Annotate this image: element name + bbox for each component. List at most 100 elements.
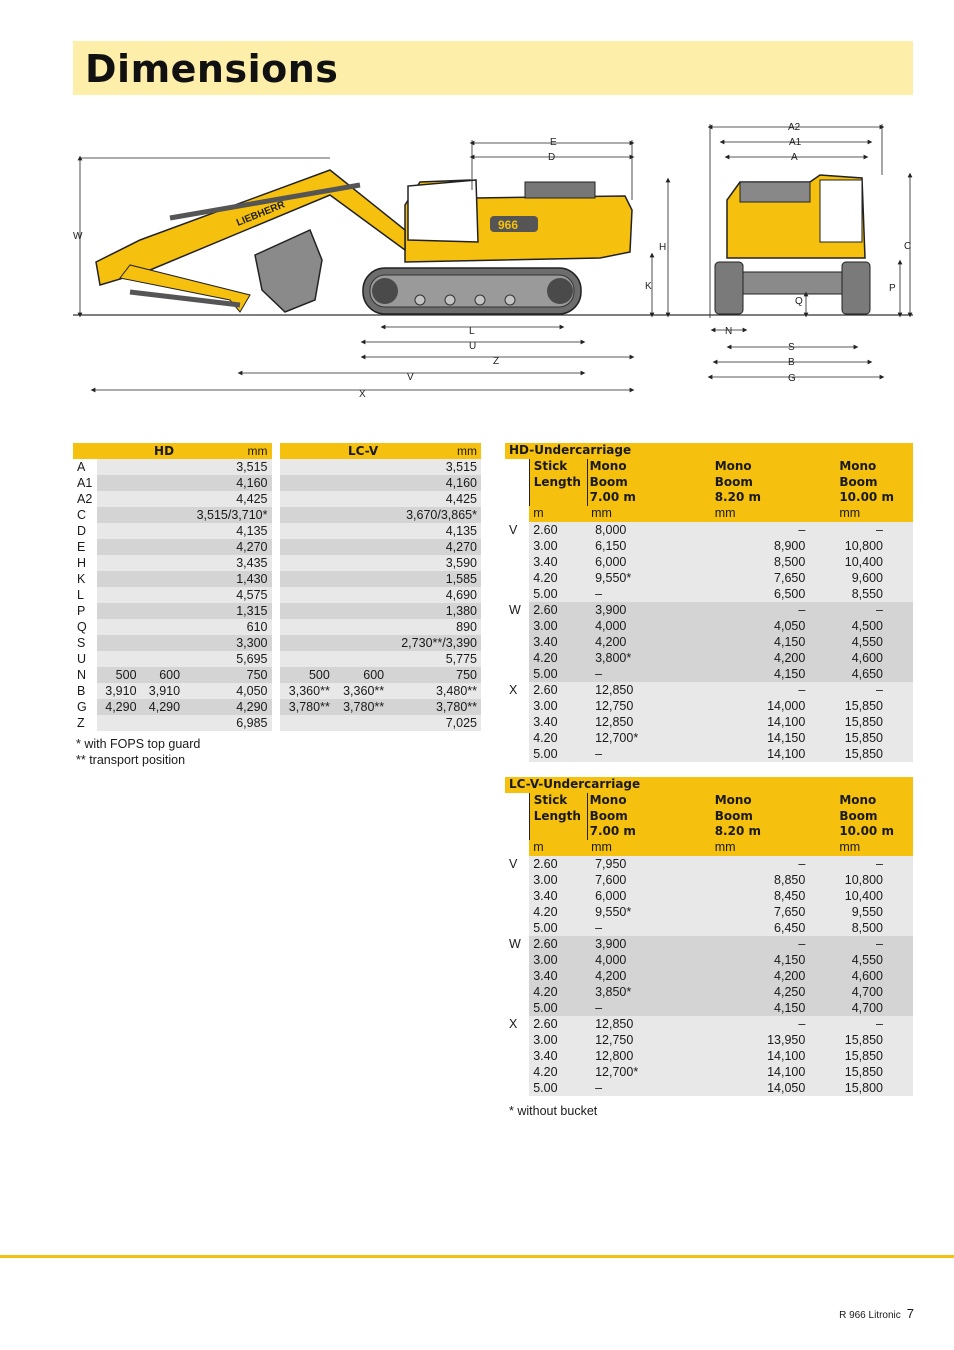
stick-length-value: 3.40 xyxy=(529,967,588,984)
boom-value: 4,050 xyxy=(710,617,836,634)
boom-value: – xyxy=(835,521,913,538)
boom-value: 14,100 xyxy=(710,745,836,762)
svg-text:S: S xyxy=(788,342,795,353)
group-label xyxy=(505,745,530,762)
boom-value: 15,850 xyxy=(835,1031,913,1048)
boom-value: 12,850 xyxy=(587,681,711,698)
hd-value: 3,515 xyxy=(184,459,272,475)
dimension-key: S xyxy=(73,635,97,651)
hd-value: 3,515/3,710* xyxy=(184,507,272,523)
hd-value xyxy=(97,507,141,523)
boom-value: – xyxy=(710,935,836,952)
lcv-value: 3,515 xyxy=(388,459,481,475)
group-label xyxy=(505,665,530,682)
hd-value xyxy=(97,475,141,491)
lcv-value xyxy=(279,603,334,619)
lcv-value: 4,135 xyxy=(388,523,481,539)
group-label xyxy=(505,697,530,714)
boom-value: 10,400 xyxy=(835,553,913,570)
lcv-value xyxy=(333,507,389,523)
boom-value: 4,000 xyxy=(587,617,711,634)
group-label xyxy=(505,729,530,746)
lcv-column-header: LC-V xyxy=(279,443,389,459)
hd-value: 4,290 xyxy=(140,699,185,715)
hd-value xyxy=(140,459,185,475)
column-gap xyxy=(271,571,280,587)
stick-length-value: 4.20 xyxy=(529,569,588,586)
svg-text:G: G xyxy=(788,373,796,384)
header-line: 8.20 m xyxy=(714,490,761,504)
stick-length-value: 3.00 xyxy=(529,871,588,888)
undercarriage-title: HD-Undercarriage xyxy=(505,443,913,459)
boom-value: 7,650 xyxy=(710,903,836,920)
hd-value xyxy=(140,507,185,523)
hd-value xyxy=(140,555,185,571)
boom-value: 4,200 xyxy=(710,649,836,666)
column-gap xyxy=(271,619,280,635)
lcv-value xyxy=(333,491,389,507)
boom-value: 4,200 xyxy=(710,967,836,984)
lcv-value: 5,775 xyxy=(388,651,481,667)
svg-text:P: P xyxy=(889,283,896,294)
hd-value xyxy=(140,635,185,651)
group-label xyxy=(505,553,530,570)
hd-value xyxy=(97,651,141,667)
column-gap xyxy=(271,507,280,523)
hd-value xyxy=(97,555,141,571)
front-dimension-labels: A2 A1 A C P Q N S B G xyxy=(725,122,911,384)
lcv-value xyxy=(279,555,334,571)
boom-value: 15,850 xyxy=(835,745,913,762)
header-line: Boom xyxy=(714,474,753,489)
hd-value xyxy=(140,651,185,667)
column-gap xyxy=(271,603,280,619)
hd-value xyxy=(140,523,185,539)
dimensions-note-1: * with FOPS top guard xyxy=(76,737,201,751)
stick-length-value: 4.20 xyxy=(529,729,588,746)
stick-length-value: 5.00 xyxy=(529,999,588,1016)
stick-length-value: 4.20 xyxy=(529,1063,588,1080)
column-gap xyxy=(271,587,280,603)
front-view-excavator xyxy=(714,174,871,315)
boom-value: 9,550* xyxy=(587,569,711,586)
boom-value: 15,800 xyxy=(835,1079,913,1096)
stick-length-value: 3.00 xyxy=(529,617,588,634)
unit-label: mm xyxy=(587,505,711,522)
hd-value: 4,290 xyxy=(184,699,272,715)
column-gap xyxy=(271,555,280,571)
boom-value: 4,200 xyxy=(587,633,711,650)
boom-value: – xyxy=(587,1079,711,1096)
svg-text:W: W xyxy=(73,231,83,242)
hd-value: 750 xyxy=(184,667,272,683)
stick-length-value: 2.60 xyxy=(529,855,588,872)
header-line: 8.20 m xyxy=(714,824,761,838)
boom-value: 12,750 xyxy=(587,1031,711,1048)
front-dimension-lines xyxy=(707,124,913,380)
hd-value xyxy=(140,587,185,603)
header-line: Mono xyxy=(589,793,627,807)
hd-value: 4,575 xyxy=(184,587,272,603)
boom-value: 15,850 xyxy=(835,1047,913,1064)
boom-value: 8,850 xyxy=(710,871,836,888)
lcv-value xyxy=(333,619,389,635)
stick-length-value: 5.00 xyxy=(529,585,588,602)
